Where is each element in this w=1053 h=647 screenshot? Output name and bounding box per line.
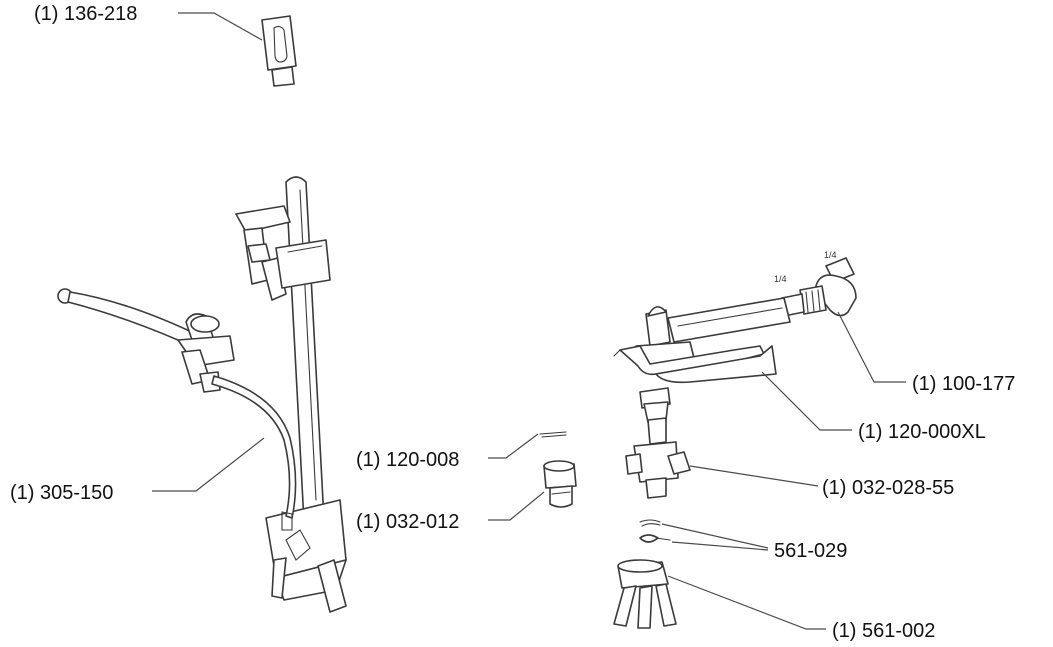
leader-lines [152, 12, 906, 630]
part-100-177-elbow [781, 257, 857, 317]
leader-032-012 [488, 491, 545, 521]
part-032-028-55-valve [625, 387, 691, 499]
leader-100-177 [837, 311, 906, 383]
leader-136-218 [178, 12, 263, 41]
part-upright-post [235, 176, 347, 613]
leader-561-029-b [671, 541, 769, 551]
label-120-008: (1) 120-008 [356, 449, 459, 471]
leader-561-029-a [661, 523, 769, 549]
leader-032-028-55 [689, 465, 819, 487]
part-120-008-pin [539, 431, 567, 438]
part-561-002-cap [613, 559, 677, 629]
label-561-029: 561-029 [774, 540, 847, 562]
part-032-012-nut [543, 460, 577, 508]
part-561-029-clips [639, 519, 671, 543]
label-032-012: (1) 032-012 [356, 511, 459, 533]
label-561-002: (1) 561-002 [832, 620, 935, 642]
thread-mark-elbow: 1/4 [824, 250, 837, 260]
thread-mark-nipple: 1/4 [774, 274, 787, 284]
part-lever-assembly [57, 288, 297, 531]
part-120-000xl-body [613, 297, 791, 384]
label-100-177: (1) 100-177 [912, 373, 1015, 395]
leader-305-150 [152, 437, 265, 492]
label-136-218: (1) 136-218 [34, 3, 137, 25]
leader-120-008 [488, 433, 539, 459]
leader-120-000xl [761, 371, 852, 431]
part-136-218-tag [261, 15, 297, 87]
label-032-028-55: (1) 032-028-55 [822, 477, 954, 499]
leader-561-002 [667, 575, 826, 630]
label-120-000xl: (1) 120-000XL [858, 421, 986, 443]
label-305-150: (1) 305-150 [10, 482, 113, 504]
